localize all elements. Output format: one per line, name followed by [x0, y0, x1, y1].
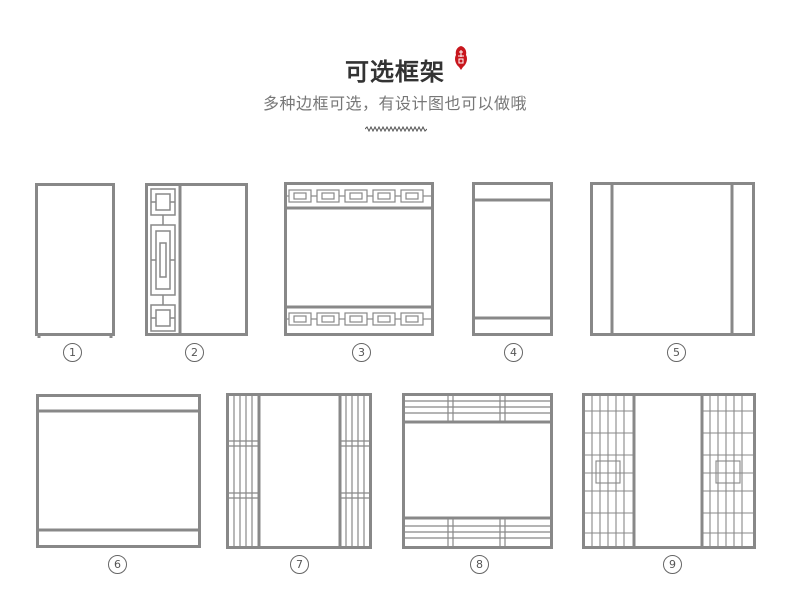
frame-option-3[interactable] — [284, 182, 434, 340]
option-number-4: 4 — [504, 343, 523, 362]
frame-option-1[interactable] — [35, 183, 115, 339]
frame-option-7[interactable] — [226, 393, 372, 552]
option-number-7: 7 — [290, 555, 309, 574]
frame-option-9[interactable] — [582, 393, 756, 552]
frame-option-6[interactable] — [36, 394, 201, 551]
frame-option-8[interactable] — [402, 393, 553, 552]
seal-stamp-icon — [455, 46, 467, 70]
option-number-2: 2 — [185, 343, 204, 362]
option-number-6: 6 — [108, 555, 127, 574]
option-number-8: 8 — [470, 555, 489, 574]
page-subtitle: 多种边框可选，有设计图也可以做哦 — [262, 94, 527, 113]
option-number-9: 9 — [663, 555, 682, 574]
frame-option-2[interactable] — [145, 183, 249, 339]
frame-option-5[interactable] — [590, 182, 755, 339]
page-title: 可选框架 — [345, 58, 445, 86]
option-number-5: 5 — [667, 343, 686, 362]
option-number-1: 1 — [63, 343, 82, 362]
frame-option-4[interactable] — [472, 182, 553, 339]
option-number-3: 3 — [352, 343, 371, 362]
wave-divider — [365, 126, 427, 132]
